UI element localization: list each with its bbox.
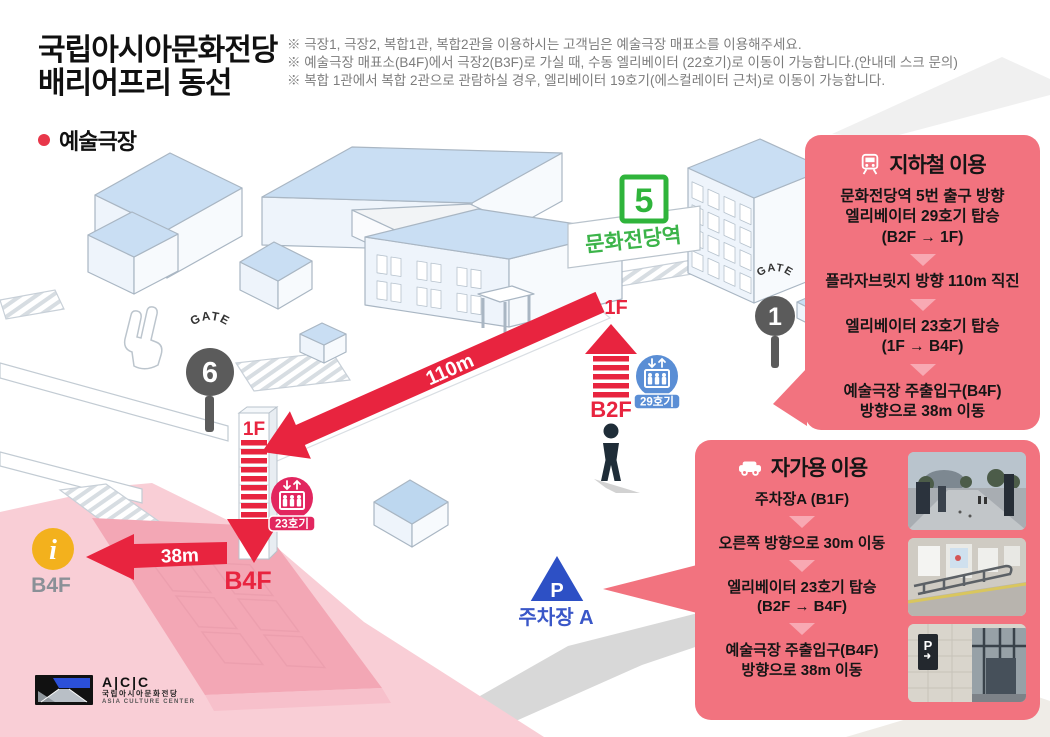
usage-notes: ※ 극장1, 극장2, 복합1관, 복합2관을 이용하시는 고객님은 예술극장 … (287, 36, 958, 90)
building-blue-roof (373, 479, 449, 548)
station-sign: 5 문화전당역 (567, 174, 701, 269)
building-windowed (364, 208, 623, 328)
car-step-4: 예술극장 주출입구(B4F) 방향으로 38m 이동 (725, 642, 879, 679)
gate-number: 1 (768, 303, 782, 331)
photo-theater-entrance: P (908, 624, 1026, 702)
bridge-start-floor-label: 1F (604, 297, 627, 319)
panel-pointer (773, 368, 807, 426)
subway-guide-panel: 지하철 이용 문화전당역 5번 출구 방향 엘리베이터 29호기 탑승 (B2F… (773, 135, 1040, 430)
buildings (87, 138, 837, 548)
subway-panel-title-text: 지하철 이용 (889, 154, 986, 177)
gate-label: GATE (188, 309, 232, 328)
subway-step-1: 문화전당역 5번 출구 방향 엘리베이터 29호기 탑승 (B2F → 1F) (840, 188, 1005, 246)
acc-name-korean: 국립아시아문화전당 (102, 689, 179, 699)
photo-access-ramp (908, 538, 1026, 616)
elevator-29-label: 29호기 (640, 395, 674, 409)
gate-number: 6 (202, 357, 218, 389)
car-step-3: 엘리베이터 23호기 탑승 (B2F → B4F) (727, 578, 877, 616)
car-step-1: 주차장A (B1F) (754, 491, 850, 508)
elevator-23-label: 23호기 (275, 517, 309, 531)
building-house (239, 241, 313, 310)
step-arrow-icon (909, 363, 936, 376)
parking-symbol: P (550, 580, 563, 602)
note-line: ※ 극장1, 극장2, 복합1관, 복합2관을 이용하시는 고객님은 예술극장 … (287, 37, 802, 52)
car-icon (738, 461, 761, 476)
subway-icon (862, 153, 879, 175)
tower-top-floor-label: 1F (243, 419, 265, 440)
road (408, 596, 790, 737)
subway-step-4: 예술극장 주출입구(B4F) 방향으로 38m 이동 (843, 382, 1002, 421)
elevator-29-icon: 29호기 (633, 355, 681, 410)
subway-panel-title: 지하철 이용 (813, 149, 1032, 179)
gate-6-marker: GATE 6 (186, 309, 234, 432)
subway-exit-number-box (619, 174, 669, 224)
info-icon: i (49, 535, 57, 566)
photo-parking-sign-label: P (924, 638, 933, 653)
pedestrian-icon (594, 423, 640, 493)
acc-acronym: A|C|C (102, 674, 151, 690)
svg-text:GATE: GATE (188, 309, 233, 328)
tower-bottom-floor-label: B4F (224, 567, 271, 595)
car-guide-panel: 자가용 이용 주차장A (B1F) 오른쪽 방향으로 30m 이동 엘리베이터 … (603, 440, 1040, 720)
parking-a-marker: P 주차장 A (518, 552, 594, 629)
legend: 예술극장 (38, 124, 137, 156)
panel-pointer (603, 565, 697, 613)
step-arrow-icon (909, 298, 936, 311)
info-point: i B4F (31, 528, 74, 597)
photo-parking-entrance (908, 452, 1026, 530)
title-line-2: 배리어프리 동선 (38, 67, 233, 100)
step-arrow-icon (909, 254, 936, 267)
red-dot-icon (38, 134, 50, 146)
note-line: ※ 복합 1관에서 복합 2관으로 관람하실 경우, 엘리베이터 19호기(에스… (287, 73, 886, 89)
acc-logo-mark (35, 674, 93, 705)
lobby-38m-arrow (86, 534, 227, 580)
note-line: ※ 예술극장 매표소(B4F)에서 극장2(B3F)로 가실 때, 수동 엘리베… (287, 55, 958, 71)
elevator-23-icon: 23호기 (268, 477, 316, 532)
subway-step-3: 엘리베이터 23호기 탑승 (1F → B4F) (845, 317, 1000, 356)
page-title: 국립아시아문화전당 배리어프리 동선 (38, 34, 278, 100)
subway-floor-label: B2F (590, 397, 632, 422)
building (299, 322, 347, 364)
route-photos: P (908, 452, 1026, 702)
lobby-distance-label: 38m (161, 545, 200, 567)
entrance-canopy (477, 285, 535, 334)
acc-name-english: ASIA CULTURE CENTER (102, 698, 196, 705)
info-floor-label: B4F (31, 574, 71, 597)
step-arrow-icon (789, 623, 815, 636)
car-panel-title-text: 자가용 이용 (770, 457, 868, 480)
car-panel-title: 자가용 이용 (737, 452, 868, 482)
parking-name-label: 주차장 A (518, 606, 593, 629)
elevator23-striped-arrow (227, 440, 281, 563)
subway-exit-number: 5 (635, 182, 654, 220)
hand-sculpture (123, 306, 163, 370)
title-line-1: 국립아시아문화전당 (38, 34, 278, 67)
bridge-110m-arrow (262, 291, 605, 459)
elevator29-striped-arrow (585, 324, 637, 398)
step-arrow-icon (789, 559, 815, 572)
crosswalk (0, 289, 65, 320)
acc-logo: A|C|C 국립아시아문화전당 ASIA CULTURE CENTER (35, 674, 195, 706)
car-step-2: 오른쪽 방향으로 30m 이동 (718, 534, 886, 552)
building (87, 211, 179, 295)
step-arrow-icon (789, 515, 815, 528)
floor-labels: 1F B2F 1F B4F (224, 297, 631, 595)
legend-label: 예술극장 (59, 129, 137, 154)
subway-step-2: 플라자브릿지 방향 110m 직진 (825, 273, 1020, 291)
